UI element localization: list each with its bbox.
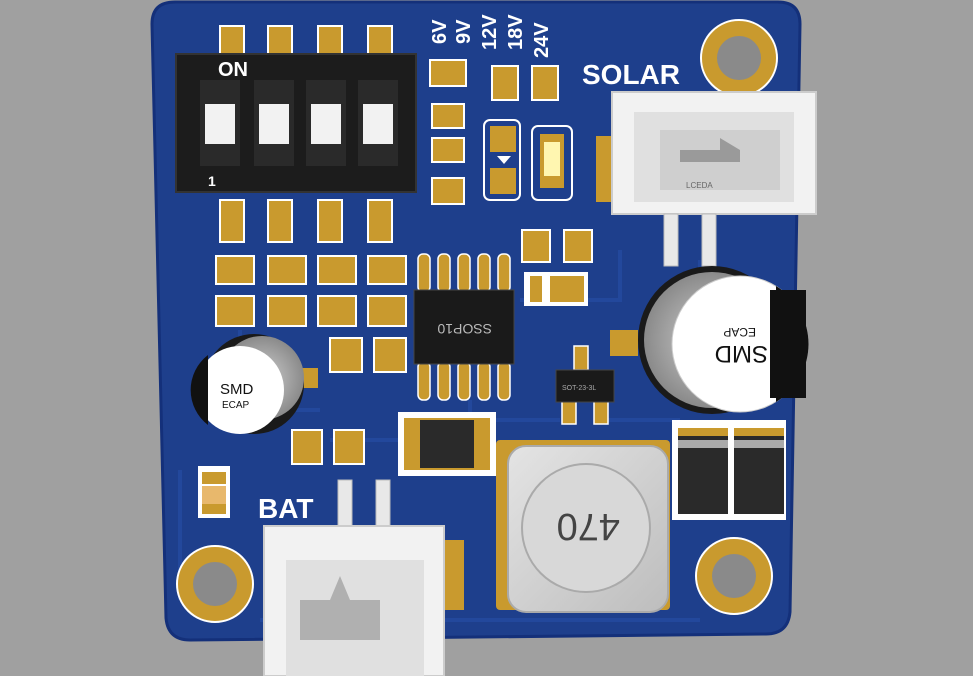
mounting-hole-top-right (700, 19, 778, 97)
voltage-labels: 6V 9V 12V 18V 24V (429, 14, 553, 58)
dip-pin1-label: 1 (208, 173, 216, 189)
mounting-hole-bottom-right (695, 537, 773, 615)
mounting-hole-bottom-left (176, 545, 254, 623)
voltage-label-24v: 24V (531, 22, 553, 58)
dip-toggle-1[interactable] (205, 104, 235, 144)
small-smd-capacitor (198, 466, 230, 518)
voltage-label-9v: 9V (453, 19, 475, 44)
inductor-label: 470 (557, 505, 620, 547)
resistor-pads-column (429, 59, 559, 205)
power-resistor (398, 412, 496, 476)
large-electrolytic-capacitor: SMD ECAP (610, 266, 809, 414)
sot23-transistor: SOT-23-3L (555, 345, 615, 425)
ic-label: SSOP10 (437, 321, 492, 337)
large-cap-label-2: ECAP (723, 325, 756, 339)
inductor: 470 (496, 440, 670, 613)
capacitor-pads-left (291, 429, 365, 465)
capacitor-pads-near-ic (521, 229, 593, 306)
voltage-label-6v: 6V (429, 19, 451, 44)
schottky-diodes (672, 420, 786, 520)
solar-connector[interactable]: LCEDA (596, 91, 817, 267)
dip-toggle-3[interactable] (311, 104, 341, 144)
dip-toggle-2[interactable] (259, 104, 289, 144)
ssop10-ic: SSOP10 (413, 253, 515, 401)
dip-switch[interactable]: ON 1 (175, 53, 417, 193)
connector-brand-label: LCEDA (686, 181, 713, 190)
small-electrolytic-capacitor: SMD ECAP (190, 334, 318, 434)
sot-label: SOT-23-3L (562, 385, 596, 392)
voltage-label-12v: 12V (479, 14, 501, 50)
dip-switch-bottom-pads (219, 199, 393, 243)
bat-label: BAT (258, 493, 313, 524)
dip-toggle-4[interactable] (363, 104, 393, 144)
led-pads (483, 119, 573, 201)
resistor-pads-grid (215, 255, 407, 373)
small-cap-label-2: ECAP (222, 400, 250, 411)
dip-on-label: ON (218, 59, 248, 81)
battery-connector[interactable] (263, 479, 464, 676)
large-cap-label-1: SMD (715, 340, 768, 367)
solar-label: SOLAR (582, 59, 680, 90)
voltage-label-18v: 18V (505, 14, 527, 50)
small-cap-label-1: SMD (220, 381, 254, 398)
